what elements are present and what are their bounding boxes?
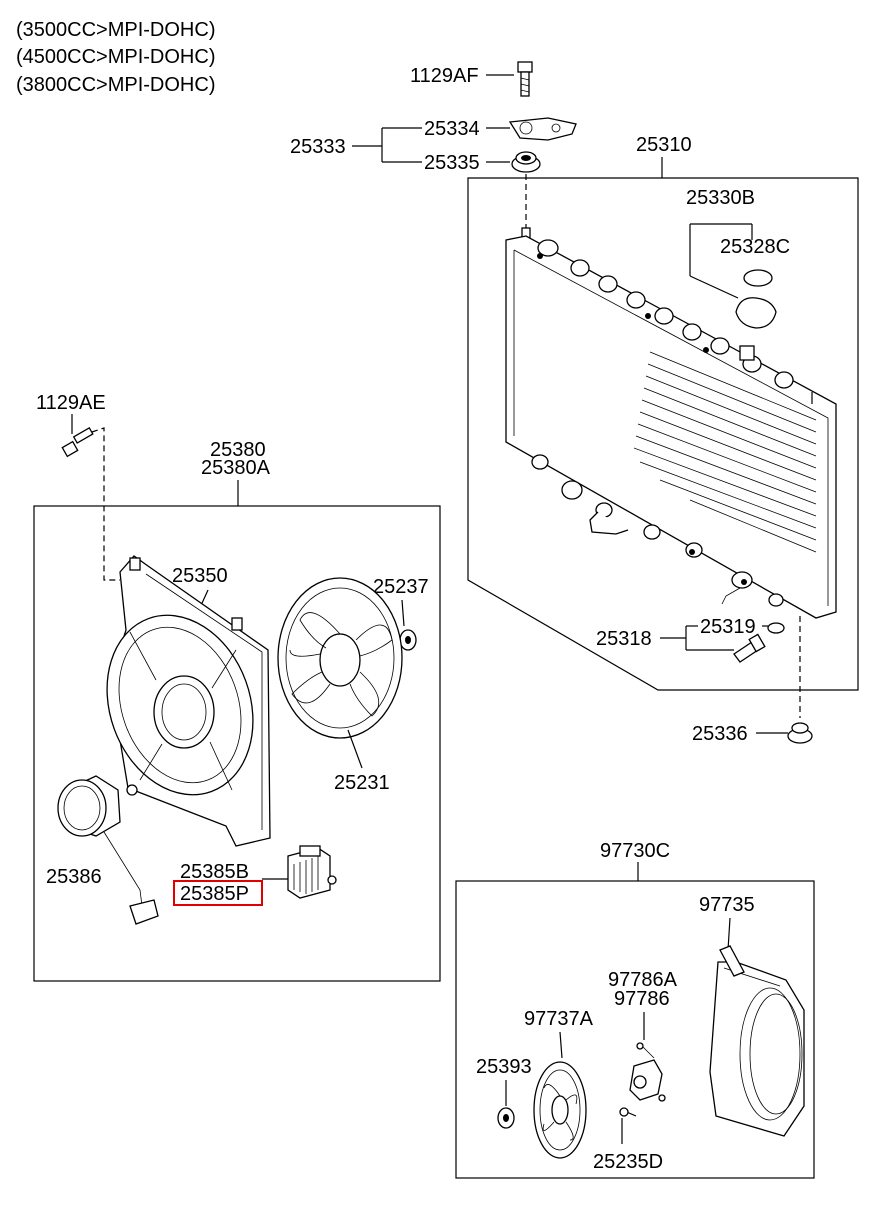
highlight-box-25385P [173,880,263,906]
label-25333[interactable]: 25333 [290,136,346,158]
aux-screw-icon [619,1107,637,1117]
engine-note-1: (3500CC>MPI-DOHC) [16,19,215,41]
label-25310[interactable]: 25310 [636,134,692,156]
bracket-25334-icon [508,117,577,141]
label-25350[interactable]: 25350 [172,565,228,587]
cooling-fan-25231-icon [277,577,403,739]
label-25386[interactable]: 25386 [46,866,102,888]
fan-resistor-icon [287,845,337,899]
aux-fan-group-frame [455,880,815,1179]
engine-note-2: (4500CC>MPI-DOHC) [16,46,215,68]
radiator-25310-icon [505,227,837,619]
bolt-1129AE-icon [61,427,94,458]
drain-oring-icon [767,622,785,634]
label-25319[interactable]: 25319 [700,616,756,638]
label-97786A[interactable]: 97786A [608,969,678,991]
label-97735[interactable]: 97735 [699,894,755,916]
label-97786[interactable]: 97786 [614,988,670,1010]
radiator-cap-icon [735,269,777,329]
label-25328C[interactable]: 25328C [720,236,790,258]
label-25380[interactable]: 25380 [210,439,266,461]
label-97730C[interactable]: 97730C [600,840,670,862]
aux-nut-icon [497,1107,515,1129]
aux-motor-icon [629,1042,666,1102]
label-25235D[interactable]: 25235D [593,1151,663,1173]
label-25393[interactable]: 25393 [476,1056,532,1078]
bolt-1129AF-icon [517,61,533,97]
label-97737A[interactable]: 97737A [524,1008,594,1030]
label-25335[interactable]: 25335 [424,152,480,174]
label-1129AE[interactable]: 1129AE [36,392,106,414]
insulator-25335-icon [511,151,541,173]
label-25231[interactable]: 25231 [334,772,390,794]
drain-plug-icon [733,633,766,663]
label-25330B[interactable]: 25330B [686,187,755,209]
label-25318[interactable]: 25318 [596,628,652,650]
label-25334[interactable]: 25334 [424,118,480,140]
label-25237[interactable]: 25237 [373,576,429,598]
fan-shroud-group-frame [33,505,441,982]
aux-fan-icon [533,1061,587,1159]
engine-note-3: (3800CC>MPI-DOHC) [16,74,215,96]
label-25380A[interactable]: 25380A [201,457,271,479]
label-25385B[interactable]: 25385B [180,861,249,883]
fan-motor-25386-icon [57,775,159,925]
radiator-group-frame [467,177,859,691]
label-25385P[interactable]: 25385P [180,883,249,905]
fan-shroud-25350-icon [106,555,271,847]
insulator-25336-icon [787,722,813,744]
fan-nut-25237-icon [399,629,417,651]
label-25336[interactable]: 25336 [692,723,748,745]
aux-shroud-97735-icon [709,945,805,1137]
label-1129AF[interactable]: 1129AF [410,65,479,87]
